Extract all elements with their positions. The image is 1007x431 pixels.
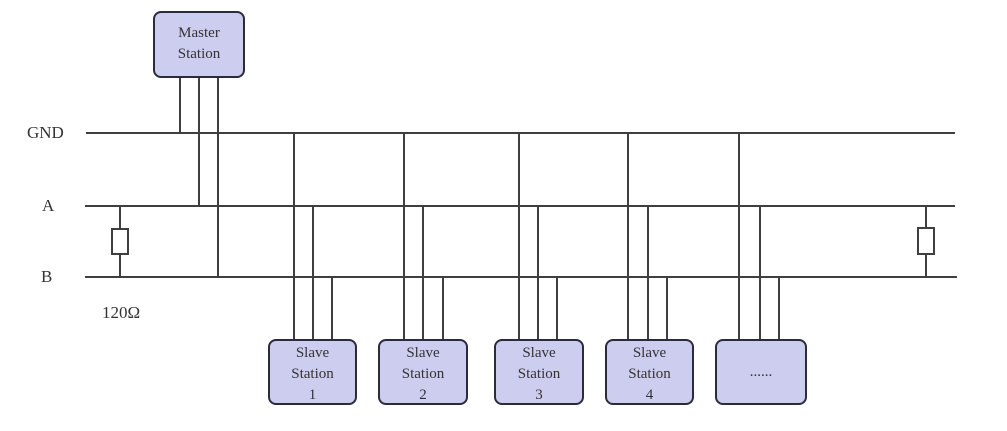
slave-station-4-wires xyxy=(627,133,668,339)
gnd-bus-label: GND xyxy=(27,123,64,142)
slave-station-2-label-line3: 2 xyxy=(419,387,427,403)
slave-station-2-wires xyxy=(403,133,444,339)
slave-station-4-box: Slave Station 4 xyxy=(605,339,694,405)
slave-station-3-label-line3: 3 xyxy=(535,387,543,403)
slave-station-more-wires xyxy=(738,133,780,339)
slave-station-1-box: Slave Station 1 xyxy=(268,339,357,405)
termination-resistor-left xyxy=(111,206,129,277)
slave-station-1-wires xyxy=(293,133,333,339)
termination-resistor-right xyxy=(917,206,935,277)
slave-station-3-label-line2: Station xyxy=(517,366,561,382)
slave-station-2-label-line1: Slave xyxy=(406,345,440,361)
master-station-wires xyxy=(179,78,219,277)
slave-station-2-box: Slave Station 2 xyxy=(378,339,468,405)
slave-station-1-label-line2: Station xyxy=(291,366,334,382)
master-station-box: Master Station xyxy=(153,11,245,78)
slave-station-3-box: Slave Station 3 xyxy=(494,339,584,405)
master-station-label-line2: Station xyxy=(177,46,221,62)
slave-station-3-label-line1: Slave xyxy=(522,345,556,361)
slave-station-more-label: ...... xyxy=(749,363,773,380)
slave-station-4-label-line2: Station xyxy=(628,366,671,382)
termination-resistor-value-label: 120Ω xyxy=(102,303,141,322)
slave-station-4-label-line3: 4 xyxy=(645,387,654,403)
slave-station-3-wires xyxy=(518,133,558,339)
slave-station-2-label-line2: Station xyxy=(401,366,445,382)
slave-station-more-box: ...... xyxy=(715,339,807,405)
a-bus-label: A xyxy=(42,196,55,215)
slave-station-1-label-line3: 1 xyxy=(308,387,317,403)
master-station-label-line1: Master xyxy=(178,25,220,41)
b-bus-label: B xyxy=(41,267,53,286)
slave-station-1-label-line1: Slave xyxy=(295,345,330,361)
slave-station-4-label-line1: Slave xyxy=(632,345,667,361)
